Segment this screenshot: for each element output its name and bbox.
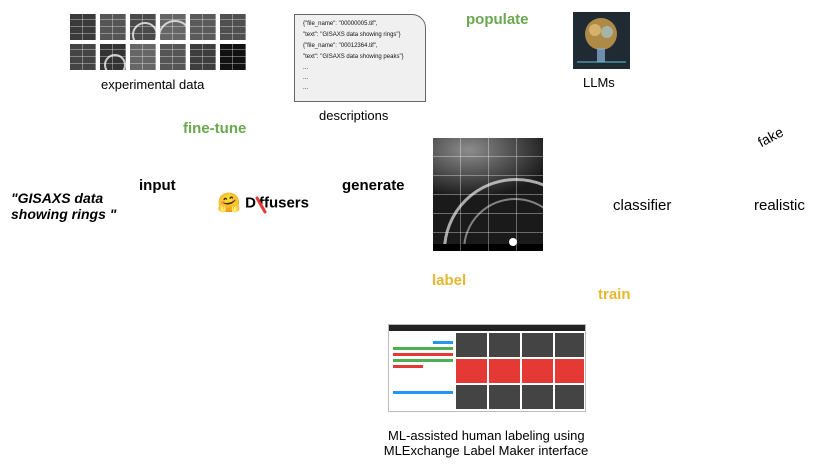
hugging-face-icon: 🤗	[217, 193, 241, 214]
generated-gisaxs-image	[433, 138, 543, 251]
generate-label: generate	[342, 177, 405, 194]
label-edge-label: label	[432, 272, 467, 289]
label-maker-caption-line2: MLExchange Label Maker interface	[383, 443, 589, 458]
gisaxs-thumbnail	[100, 44, 126, 70]
experimental-data-images	[70, 14, 246, 72]
gisaxs-thumbnail	[190, 14, 216, 40]
populate-label: populate	[466, 11, 529, 28]
descriptions-caption: descriptions	[319, 108, 389, 123]
gisaxs-thumbnail	[160, 44, 186, 70]
description-line: ...	[303, 65, 309, 71]
description-line: {"file_name": "00000005.tif",	[303, 21, 378, 27]
gisaxs-thumbnail	[100, 14, 126, 40]
description-line: "text": "GISAXS data showing peaks"}	[303, 54, 404, 60]
description-line: {"file_name": "00012364.tif",	[303, 43, 378, 49]
train-label: train	[598, 286, 631, 303]
gisaxs-thumbnail	[220, 44, 246, 70]
llm-brain-image	[573, 12, 630, 69]
input-label: input	[139, 177, 176, 194]
descriptions-document: {"file_name": "00000005.tif", "text": "G…	[294, 14, 426, 102]
brush-icon	[255, 196, 267, 214]
gisaxs-thumbnail	[70, 14, 96, 40]
gisaxs-thumbnail	[130, 14, 156, 40]
gisaxs-thumbnail	[160, 14, 186, 40]
fake-label: fake	[755, 123, 786, 151]
gisaxs-thumbnail	[130, 44, 156, 70]
label-maker-caption-line1: ML-assisted human labeling using	[388, 428, 585, 443]
brain-icon	[577, 18, 626, 63]
label-maker-screenshot	[388, 324, 586, 412]
description-line: ...	[303, 85, 309, 91]
finetune-label: fine-tune	[183, 120, 247, 137]
prompt-text: "GISAXS data showing rings "	[11, 190, 117, 222]
llms-caption: LLMs	[583, 75, 615, 90]
gisaxs-thumbnail	[190, 44, 216, 70]
classifier-label: classifier	[613, 197, 672, 214]
gisaxs-thumbnail	[70, 44, 96, 70]
gisaxs-thumbnail	[220, 14, 246, 40]
description-line: "text": "GISAXS data showing rings"}	[303, 32, 401, 38]
experimental-data-caption: experimental data	[101, 77, 205, 92]
description-line: ...	[303, 75, 309, 81]
realistic-label: realistic	[754, 197, 805, 214]
